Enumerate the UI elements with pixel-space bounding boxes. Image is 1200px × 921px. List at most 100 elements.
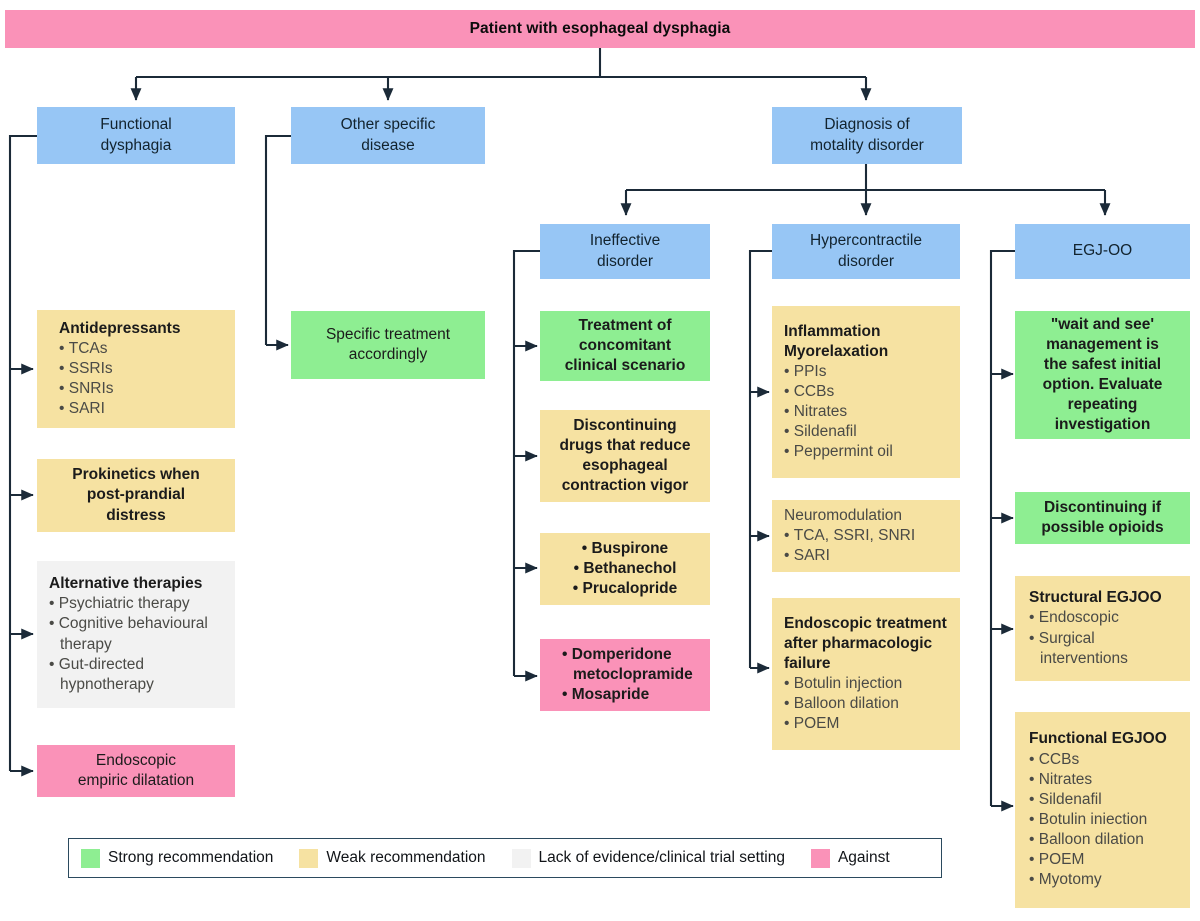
card-line: drugs that reduce	[559, 436, 691, 454]
card-wait-and-see-management[interactable]: "wait and see' management is the safest …	[1015, 311, 1190, 439]
legend-item-against: Against	[810, 848, 890, 868]
card-bullet: • Sildenafil	[784, 423, 857, 441]
card-line: repeating	[1067, 396, 1138, 414]
card-bullet: • Sildenafil	[1029, 790, 1102, 808]
legend-label: Weak recommendation	[326, 849, 486, 866]
legend-item-weak-recommendation: Weak recommendation	[299, 848, 486, 868]
card-alternative-therapies[interactable]: Alternative therapies • Psychiatric ther…	[37, 561, 235, 708]
card-treatment-of-concomitant-clinical-scenario[interactable]: Treatment of concomitant clinical scenar…	[540, 311, 710, 381]
card-discontinuing-drugs-reduce-contraction-vigor[interactable]: Discontinuing drugs that reduce esophage…	[540, 410, 710, 502]
card-line: Prokinetics when	[72, 466, 200, 484]
card-bullet: • Domperidone metoclopramide	[562, 645, 693, 683]
card-line: possible opioids	[1041, 519, 1164, 536]
card-bullet: • Balloon dilation	[784, 695, 899, 713]
stage-hypercontractile-disorder[interactable]: Hypercontractile disorder	[772, 224, 960, 279]
card-bullet: • TCAs	[59, 339, 108, 357]
card-line: Discontinuing if	[1043, 498, 1162, 516]
card-neuromodulation[interactable]: Neuromodulation • TCA, SSRI, SNRI • SARI	[772, 500, 960, 572]
card-line: clinical scenario	[564, 357, 686, 375]
card-inflammation-myorelaxation[interactable]: Inflammation Myorelaxation • PPIs • CCBs…	[772, 306, 960, 478]
legend-swatch-yellow	[299, 848, 319, 868]
stage-diagnosis-of-motility-disorder[interactable]: Diagnosis of motality disorder	[772, 107, 962, 164]
card-bullet: • Myotomy	[1029, 871, 1102, 889]
card-bullet: • Buspirone	[581, 539, 669, 557]
card-bullet: • POEM	[784, 715, 840, 733]
card-bullet: • Nitrates	[784, 403, 848, 421]
card-line: the safest initial	[1043, 355, 1162, 373]
card-bullet: • Peppermint oil	[784, 443, 893, 461]
card-title: Inflammation Myorelaxation	[784, 322, 889, 360]
card-line: Treatment of	[578, 316, 672, 334]
card-line: "wait and see'	[1050, 315, 1155, 333]
stage-ineffective-disorder[interactable]: Ineffective disorder	[540, 224, 710, 279]
card-bullet: • Bethanechol	[573, 559, 677, 577]
stage-label-line: Diagnosis of motality disorder	[810, 116, 924, 154]
card-title: Structural EGJOO	[1029, 589, 1162, 607]
card-endoscopic-empiric-dilatation[interactable]: Endoscopic empiric dilatation	[37, 745, 235, 797]
card-prokinetics-post-prandial[interactable]: Prokinetics when post-prandial distress	[37, 459, 235, 532]
card-bullet: • Prucalopride	[572, 580, 678, 598]
card-line: post-prandial	[86, 486, 186, 504]
card-bullet: • SSRIs	[59, 359, 113, 377]
card-line: investigation	[1054, 416, 1151, 434]
stage-functional-dysphagia[interactable]: Functional dysphagia	[37, 107, 235, 164]
card-bullet: • Nitrates	[1029, 770, 1093, 788]
card-line: esophageal	[582, 457, 668, 474]
card-bullet: • CCBs	[1029, 750, 1080, 768]
card-bullet: • Mosapride	[562, 686, 650, 704]
stage-label-line: Hypercontractile disorder	[810, 232, 922, 270]
card-discontinuing-if-possible-opioids[interactable]: Discontinuing if possible opioids	[1015, 492, 1190, 544]
stage-label-line: Other specific disease	[340, 116, 436, 154]
card-bullet: • TCA, SSRI, SNRI	[784, 526, 916, 544]
card-structural-egjoo[interactable]: Structural EGJOO • Endoscopic • Surgical…	[1015, 576, 1190, 681]
card-line: option. Evaluate	[1042, 376, 1163, 393]
card-line: contraction vigor	[561, 477, 689, 495]
banner-patient-with-esophageal-dysphagia: Patient with esophageal dysphagia	[5, 10, 1195, 48]
card-antidepressants[interactable]: Antidepressants • TCAs • SSRIs • SNRIs •…	[37, 310, 235, 428]
card-bullet: • Surgical interventions	[1029, 629, 1128, 667]
stage-egj-oo[interactable]: EGJ-OO	[1015, 224, 1190, 279]
legend-label: Strong recommendation	[108, 849, 274, 866]
card-functional-egjoo[interactable]: Functional EGJOO • CCBs • Nitrates • Sil…	[1015, 712, 1190, 908]
stage-label-line: EGJ-OO	[1072, 242, 1133, 260]
card-domperidone-metoclopramide-mosapride[interactable]: • Domperidone metoclopramide • Mosapride	[540, 639, 710, 711]
card-bullet: • POEM	[1029, 851, 1085, 869]
card-bullet: • SNRIs	[59, 380, 114, 398]
card-title: Alternative therapies	[49, 575, 203, 593]
card-bullet: • Balloon dilation	[1029, 831, 1144, 849]
card-line: empiric dilatation	[77, 772, 195, 789]
legend-label: Against	[837, 849, 890, 866]
card-buspirone-bethanechol-prucalopride[interactable]: • Buspirone • Bethanechol • Prucalopride	[540, 533, 710, 605]
card-specific-treatment-accordingly[interactable]: Specific treatment accordingly	[291, 311, 485, 379]
card-bullet: • Botulin iniection	[1029, 811, 1148, 828]
card-line: Endoscopic	[95, 751, 177, 769]
card-title: Endoscopic treatment after pharmacologic…	[784, 614, 947, 672]
card-line: management is	[1046, 335, 1159, 353]
card-line: accordingly	[348, 346, 428, 363]
card-bullet: • SARI	[59, 400, 105, 418]
card-bullet: • Cognitive behavioural therapy	[49, 615, 208, 653]
card-line: Discontinuing	[573, 416, 677, 434]
legend-item-strong-recommendation: Strong recommendation	[81, 848, 274, 868]
card-bullet: • Endoscopic	[1029, 609, 1119, 627]
card-title: Antidepressants	[59, 319, 181, 337]
card-endoscopic-treatment-after-pharmacologic-failure[interactable]: Endoscopic treatment after pharmacologic…	[772, 598, 960, 750]
card-line: Specific treatment	[325, 325, 451, 343]
stage-label-line: Functional dysphagia	[100, 116, 172, 154]
stage-label-line: Ineffective disorder	[589, 232, 661, 270]
stage-other-specific-disease[interactable]: Other specific disease	[291, 107, 485, 164]
legend: Strong recommendation Weak recommendatio…	[68, 838, 942, 878]
card-line: concomitant	[578, 336, 672, 354]
card-bullet: • SARI	[784, 547, 830, 565]
legend-swatch-pink	[810, 848, 830, 868]
card-bullet: • CCBs	[784, 382, 835, 400]
legend-swatch-green	[81, 848, 100, 868]
legend-label: Lack of evidence/clinical trial setting	[538, 849, 785, 866]
card-bullet: • Gut-directed hypnotherapy	[49, 655, 154, 693]
card-line: distress	[106, 506, 166, 524]
legend-swatch-grey	[511, 848, 531, 868]
legend-item-lack-of-evidence: Lack of evidence/clinical trial setting	[511, 848, 785, 868]
banner-label: Patient with esophageal dysphagia	[469, 19, 731, 37]
card-bullet: • Psychiatric therapy	[49, 595, 190, 613]
